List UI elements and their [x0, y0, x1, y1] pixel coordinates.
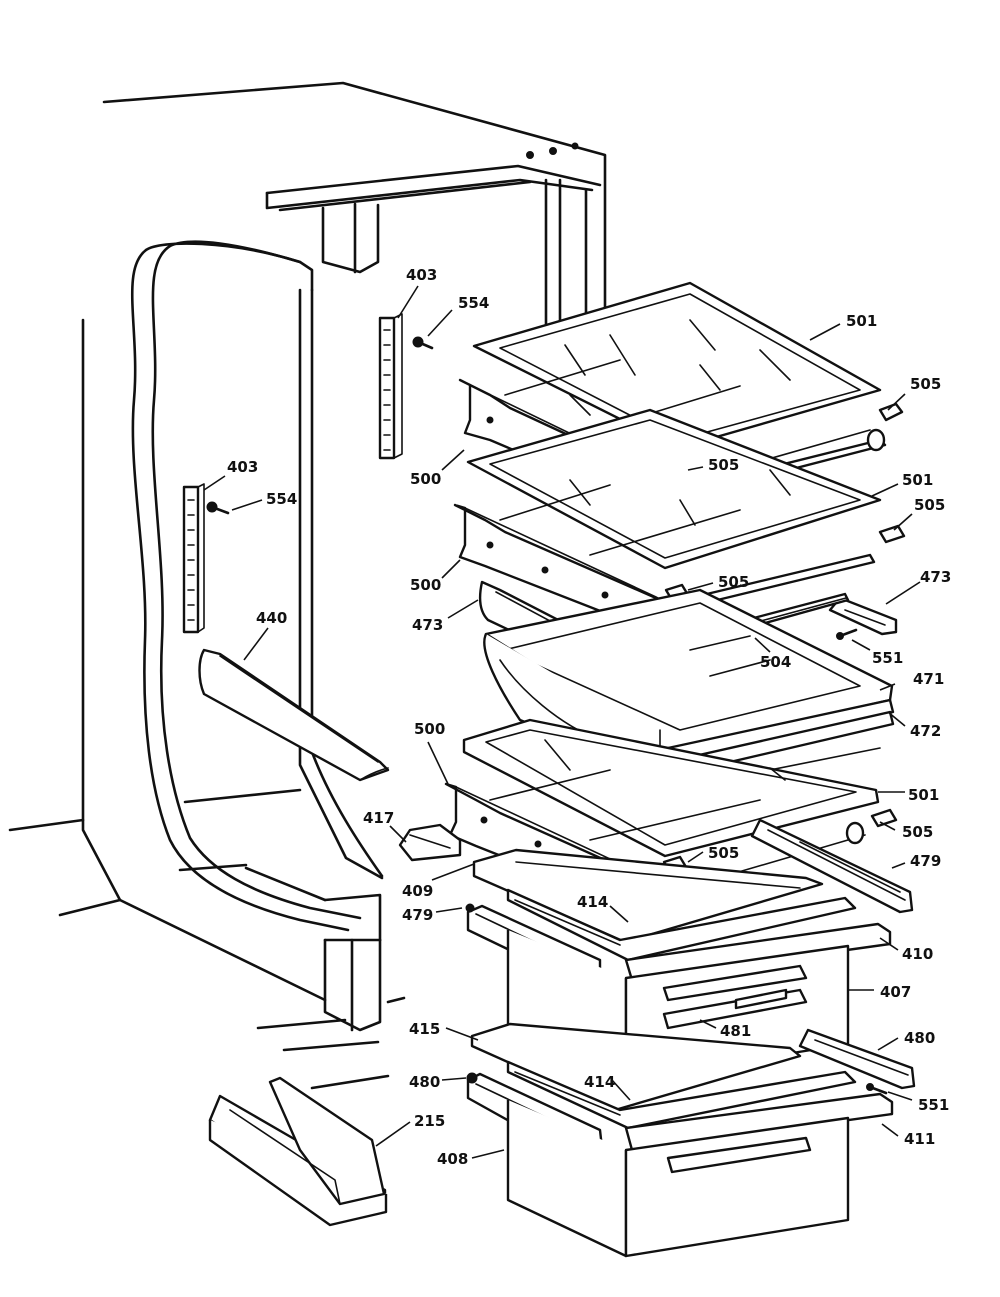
callout-479-right: 479	[910, 852, 941, 870]
crisper-cover-support-473-right	[828, 596, 898, 636]
callout-505-top-right: 505	[910, 375, 941, 393]
callout-500-middle: 500	[410, 576, 441, 594]
callout-551-upper: 551	[872, 649, 903, 667]
screw-551-lower	[866, 1083, 888, 1095]
slide-rail-479-right	[750, 818, 914, 914]
callout-500-top: 500	[410, 470, 441, 488]
callout-403-lower: 403	[227, 458, 258, 476]
callout-480-left: 480	[409, 1073, 440, 1091]
callout-554-lower: 554	[266, 490, 297, 508]
pan-cover-415	[470, 1022, 802, 1112]
callout-215: 215	[414, 1112, 445, 1130]
drawer-pan-408	[466, 1060, 894, 1258]
screw-554-upper	[412, 336, 434, 350]
callout-410: 410	[902, 945, 933, 963]
callout-414-upper: 414	[577, 893, 608, 911]
callout-505-middle-front: 505	[718, 573, 749, 591]
clip-505-c	[878, 524, 906, 544]
callout-471: 471	[913, 670, 944, 688]
callout-473-left: 473	[412, 616, 443, 634]
shelf-ladder-front	[182, 483, 205, 634]
callout-472: 472	[910, 722, 941, 740]
callout-440: 440	[256, 609, 287, 627]
callout-505-top-front: 505	[708, 456, 739, 474]
shelf-ladder-rear	[378, 313, 403, 460]
callout-504: 504	[760, 653, 791, 671]
door-rail-440	[198, 648, 390, 782]
callout-409: 409	[402, 882, 433, 900]
bottle-bin-215	[208, 1076, 388, 1227]
callout-501-bottom: 501	[908, 786, 939, 804]
callout-505-bottom-front: 505	[708, 844, 739, 862]
glass-shelf-501-bottom	[462, 718, 880, 858]
callout-501-top: 501	[846, 312, 877, 330]
callout-551-lower: 551	[918, 1096, 949, 1114]
callout-501-middle: 501	[902, 471, 933, 489]
cabinet-outline	[8, 81, 607, 1090]
callout-417: 417	[363, 809, 394, 827]
glass-shelf-501-middle	[466, 408, 882, 570]
callout-407: 407	[880, 983, 911, 1001]
clip-505-a	[878, 402, 904, 422]
callout-411: 411	[904, 1130, 935, 1148]
callout-505-middle-right: 505	[914, 496, 945, 514]
callout-554-upper: 554	[458, 294, 489, 312]
slide-rail-480-right	[798, 1028, 916, 1090]
callout-479-left: 479	[402, 906, 433, 924]
leader-lines	[203, 285, 921, 1159]
callout-505-bottom-right: 505	[902, 823, 933, 841]
glass-shelf-501-top	[472, 281, 882, 450]
drawer-pan-407	[465, 888, 892, 1082]
pan-cover-409	[472, 848, 824, 944]
callout-481: 481	[720, 1022, 751, 1040]
callout-500-bottom: 500	[414, 720, 445, 738]
callout-415: 415	[409, 1020, 440, 1038]
callout-480-right: 480	[904, 1029, 935, 1047]
screw-551-upper	[836, 628, 858, 640]
callout-408: 408	[437, 1150, 468, 1168]
screw-554-lower	[206, 501, 230, 515]
clip-505-e	[870, 808, 898, 828]
callout-labels: 403 554 403 554 440 501 505 505 500 501 …	[227, 266, 951, 1168]
callout-403-upper: 403	[406, 266, 437, 284]
bracket-417	[398, 823, 462, 862]
callout-473-right: 473	[920, 568, 951, 586]
callout-414-lower: 414	[584, 1073, 615, 1091]
